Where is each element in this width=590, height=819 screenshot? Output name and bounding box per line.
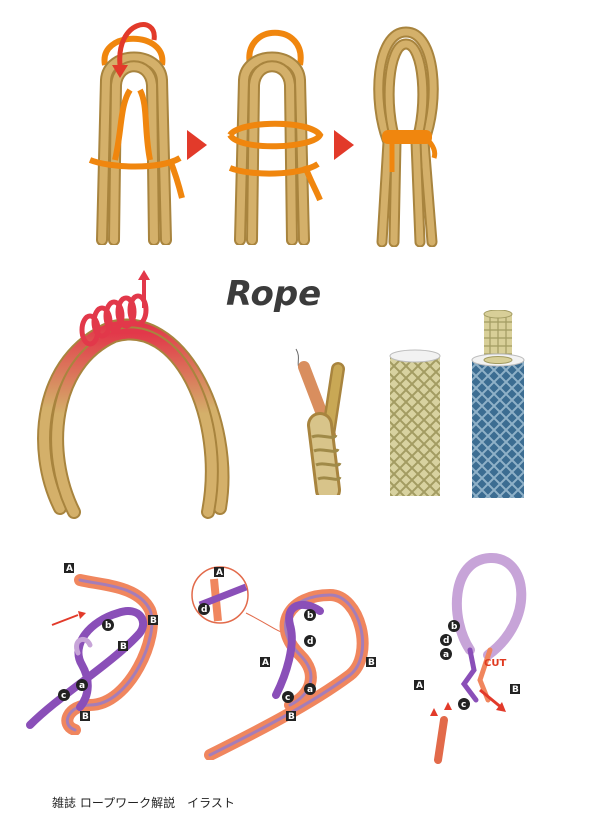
knot-step-2 — [210, 10, 330, 245]
svg-text:b: b — [307, 611, 314, 621]
svg-text:a: a — [443, 650, 449, 660]
knot-diagram-1: A b B B a c B — [20, 555, 190, 735]
svg-text:c: c — [461, 700, 466, 710]
twisted-rope-illustration — [290, 345, 370, 495]
caption: 雑誌 ロープワーク解説 イラスト — [52, 796, 235, 810]
svg-text:A: A — [416, 681, 423, 691]
up-arrow-icon — [138, 270, 150, 280]
pull-arrow-icon — [51, 614, 79, 626]
svg-text:d: d — [307, 637, 313, 647]
rope-title: Rope — [226, 274, 322, 314]
svg-text:a: a — [307, 685, 313, 695]
svg-text:c: c — [285, 693, 290, 703]
whipped-rope-illustration — [30, 268, 240, 528]
kernmantle-rope-illustration — [470, 310, 526, 500]
label-B: B — [120, 642, 127, 652]
svg-text:B: B — [368, 658, 375, 668]
label-c: c — [61, 691, 66, 701]
label-B: B — [82, 712, 89, 722]
svg-text:A: A — [216, 568, 223, 578]
svg-text:A: A — [262, 658, 269, 668]
knot-diagram-3: CUT b d a A c B — [410, 550, 560, 765]
svg-text:B: B — [288, 712, 295, 722]
label-B: B — [150, 616, 157, 626]
rotate-arrow-icon — [117, 22, 157, 66]
arrow-right-icon — [334, 130, 354, 160]
label-a: a — [79, 681, 85, 691]
svg-text:d: d — [201, 605, 207, 615]
knot-diagram-2: A d b d A B a c B — [190, 565, 390, 760]
cut-label: CUT — [484, 658, 506, 669]
svg-text:d: d — [443, 636, 449, 646]
svg-text:B: B — [512, 685, 519, 695]
knot-step-1 — [80, 10, 190, 245]
label-A: A — [66, 564, 73, 574]
arrow-right-icon — [187, 130, 207, 160]
label-b: b — [105, 621, 112, 631]
svg-text:b: b — [451, 622, 458, 632]
pull-arrow-icon — [479, 688, 503, 710]
knot-step-3 — [362, 12, 452, 247]
braided-rope-illustration — [388, 348, 442, 498]
